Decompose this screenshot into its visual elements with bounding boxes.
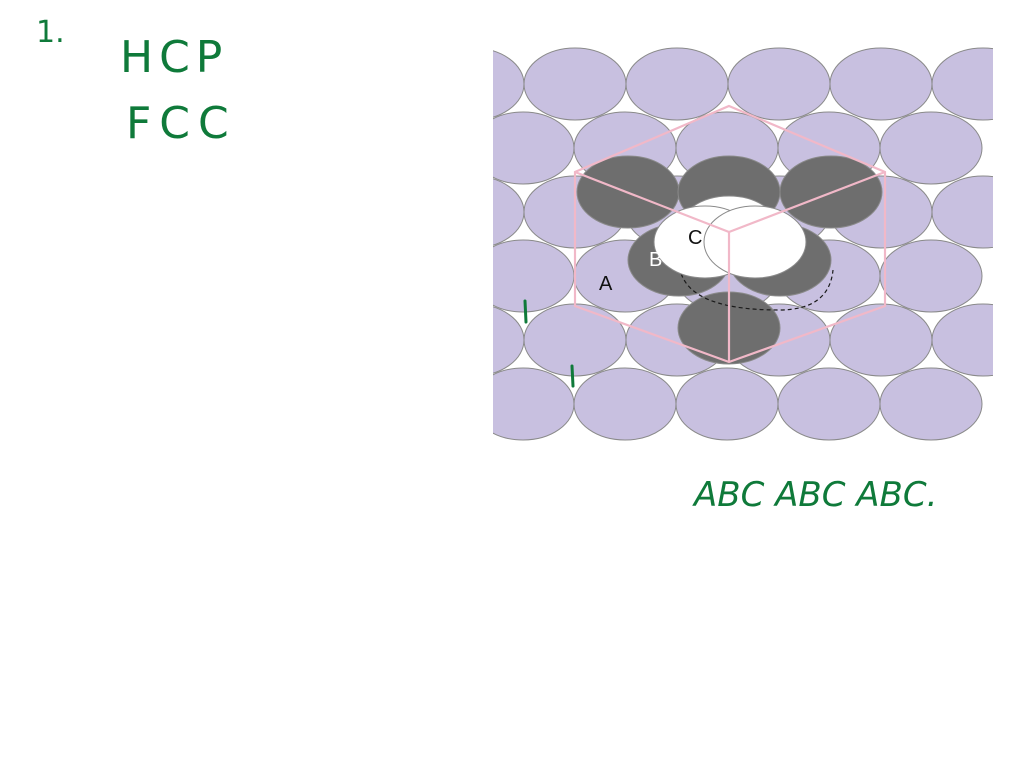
item-number: 1. [36,15,65,50]
layer-a-sphere [625,47,729,121]
layer-a-sphere [493,178,525,246]
ink-tick-1 [523,299,528,324]
close-packing-diagram: A B C [493,47,993,441]
note-hcp: HCP [120,32,229,83]
layer-a-sphere [727,47,831,121]
stacking-sequence-note: ABC ABC ABC. [694,475,938,515]
ink-tick-mark-2 [570,364,575,388]
layer-a-sphere [493,111,575,185]
layer-a-sphere [573,367,677,441]
layer-a-sphere [829,47,933,121]
layer-a-sphere [879,239,983,313]
layer-a-sphere [879,111,983,185]
layer-a-sphere [523,47,627,121]
layer-a-sphere [829,303,933,377]
layer-a-sphere [675,367,779,441]
ink-tick-2-stroke [570,364,575,388]
cube-edge [728,170,886,234]
layer-label-c: C [688,227,702,249]
layer-a-sphere [931,303,993,377]
layer-a-sphere [931,175,993,249]
layer-a-sphere [777,367,881,441]
layer-a-sphere [931,47,993,121]
cube-edge [574,170,730,234]
ink-tick-marks [523,299,528,324]
layer-label-b: B [649,249,662,271]
layer-a-sphere [879,367,983,441]
layer-label-a: A [599,273,613,295]
hidden-sphere-outline [678,259,834,311]
layer-c-sphere [703,205,807,279]
hexagon-outline [573,104,887,364]
layer-a-sphere [493,50,525,118]
note-fcc: FCC [126,98,237,149]
